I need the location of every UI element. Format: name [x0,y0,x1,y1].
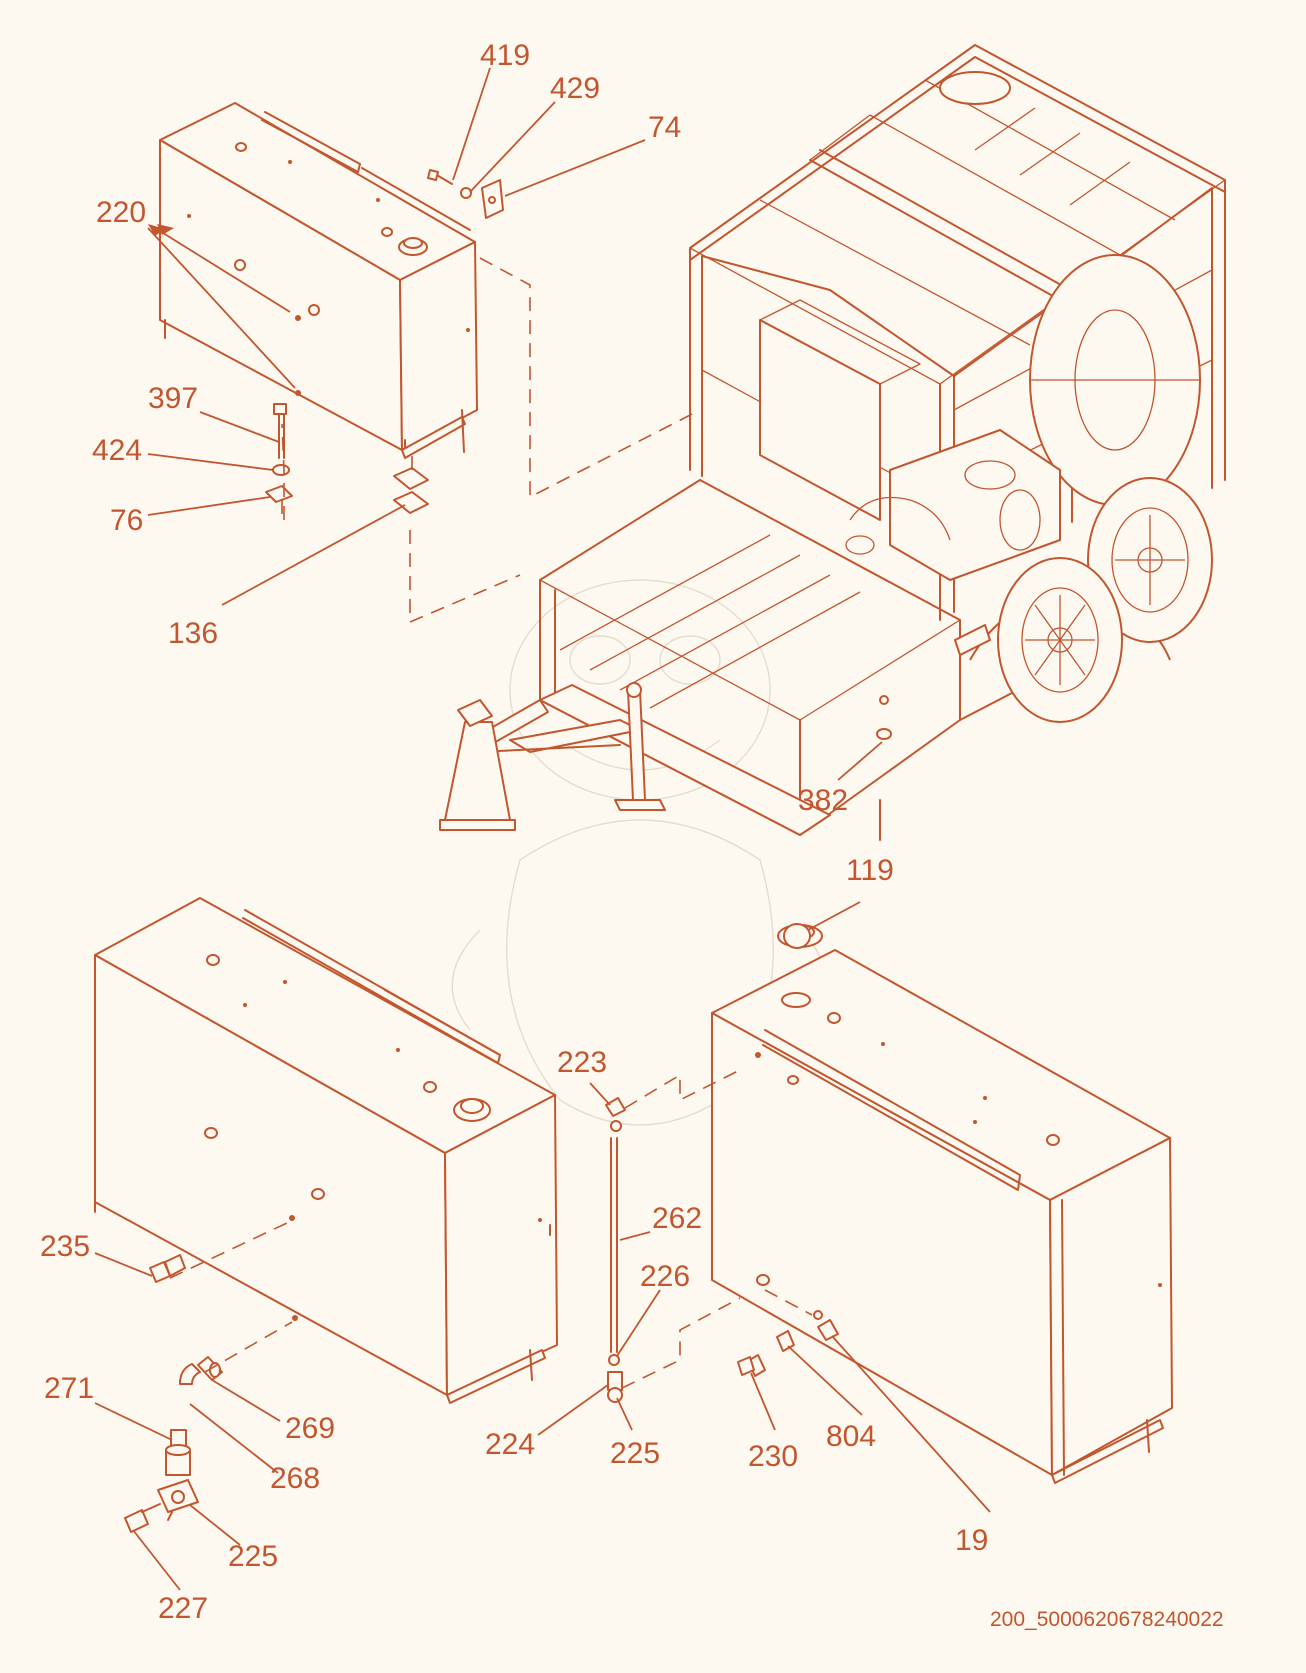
fuel-fittings-left [124,1254,223,1533]
lower-assembly-alignment-lines [169,1069,813,1389]
lower-left-fuel-tank [94,897,558,1404]
callout-136: 136 [168,617,218,650]
callout-227: 227 [158,1592,208,1625]
callout-220: 220 [96,196,146,229]
leader-lines [94,67,991,1591]
callout-271: 271 [44,1372,94,1405]
callout-226: 226 [640,1260,690,1293]
callout-19: 19 [955,1524,988,1557]
callout-225-vent: 225 [610,1437,660,1470]
callout-262: 262 [652,1202,702,1235]
callout-424: 424 [92,434,142,467]
callout-223: 223 [557,1046,607,1079]
trailer-frame-assembly [439,44,1226,841]
callout-119: 119 [846,854,894,887]
callout-382: 382 [798,784,848,817]
callout-74: 74 [648,111,681,144]
upper-fuel-tank [159,102,478,459]
callout-419: 419 [480,39,530,72]
mount-bolt-washer-bracket [427,169,504,219]
vent-line-assembly [605,1097,626,1403]
fuel-fittings-right [737,1274,839,1377]
callout-76: 76 [110,504,143,537]
callout-397: 397 [148,382,198,415]
callout-labels: 419 429 74 220 397 424 76 136 382 119 22… [40,39,988,1625]
callout-225-fitting: 225 [228,1540,278,1573]
lower-right-fuel-tank [711,923,1173,1484]
callout-429: 429 [550,72,600,105]
callout-230: 230 [748,1440,798,1473]
callout-804: 804 [826,1420,876,1453]
callout-224: 224 [485,1428,535,1461]
callout-235: 235 [40,1230,90,1263]
hold-down-hardware [265,403,429,514]
callout-268: 268 [270,1462,320,1495]
assembly-alignment-lines [281,257,701,624]
callout-269: 269 [285,1412,335,1445]
drawing-code: 200_5000620678240022 [990,1608,1224,1631]
